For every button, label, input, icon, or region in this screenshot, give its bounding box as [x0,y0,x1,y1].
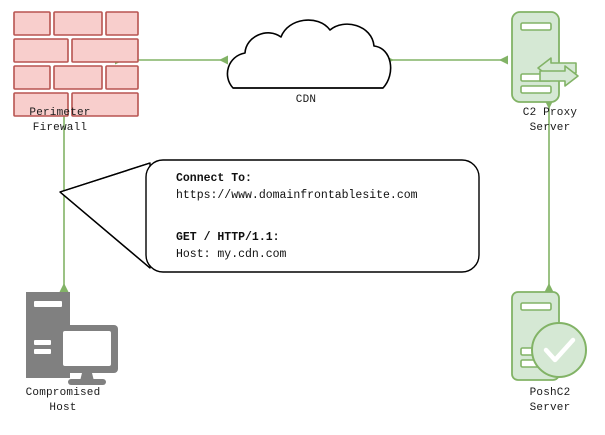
server-check-icon [511,291,587,381]
request-callout [59,159,480,273]
callout-http-request-label: GET / HTTP/1.1: [176,231,280,244]
brick-wall-icon [13,11,139,117]
callout-host-header: Host: my.cdn.com [176,248,287,261]
callout-connect-to-label: Connect To: [176,172,252,185]
cloud-icon [226,19,392,89]
proxy-server-icon [511,11,579,103]
callout-connect-url: https://www.domainfrontablesite.com [176,189,418,202]
desktop-computer-icon [26,292,118,385]
